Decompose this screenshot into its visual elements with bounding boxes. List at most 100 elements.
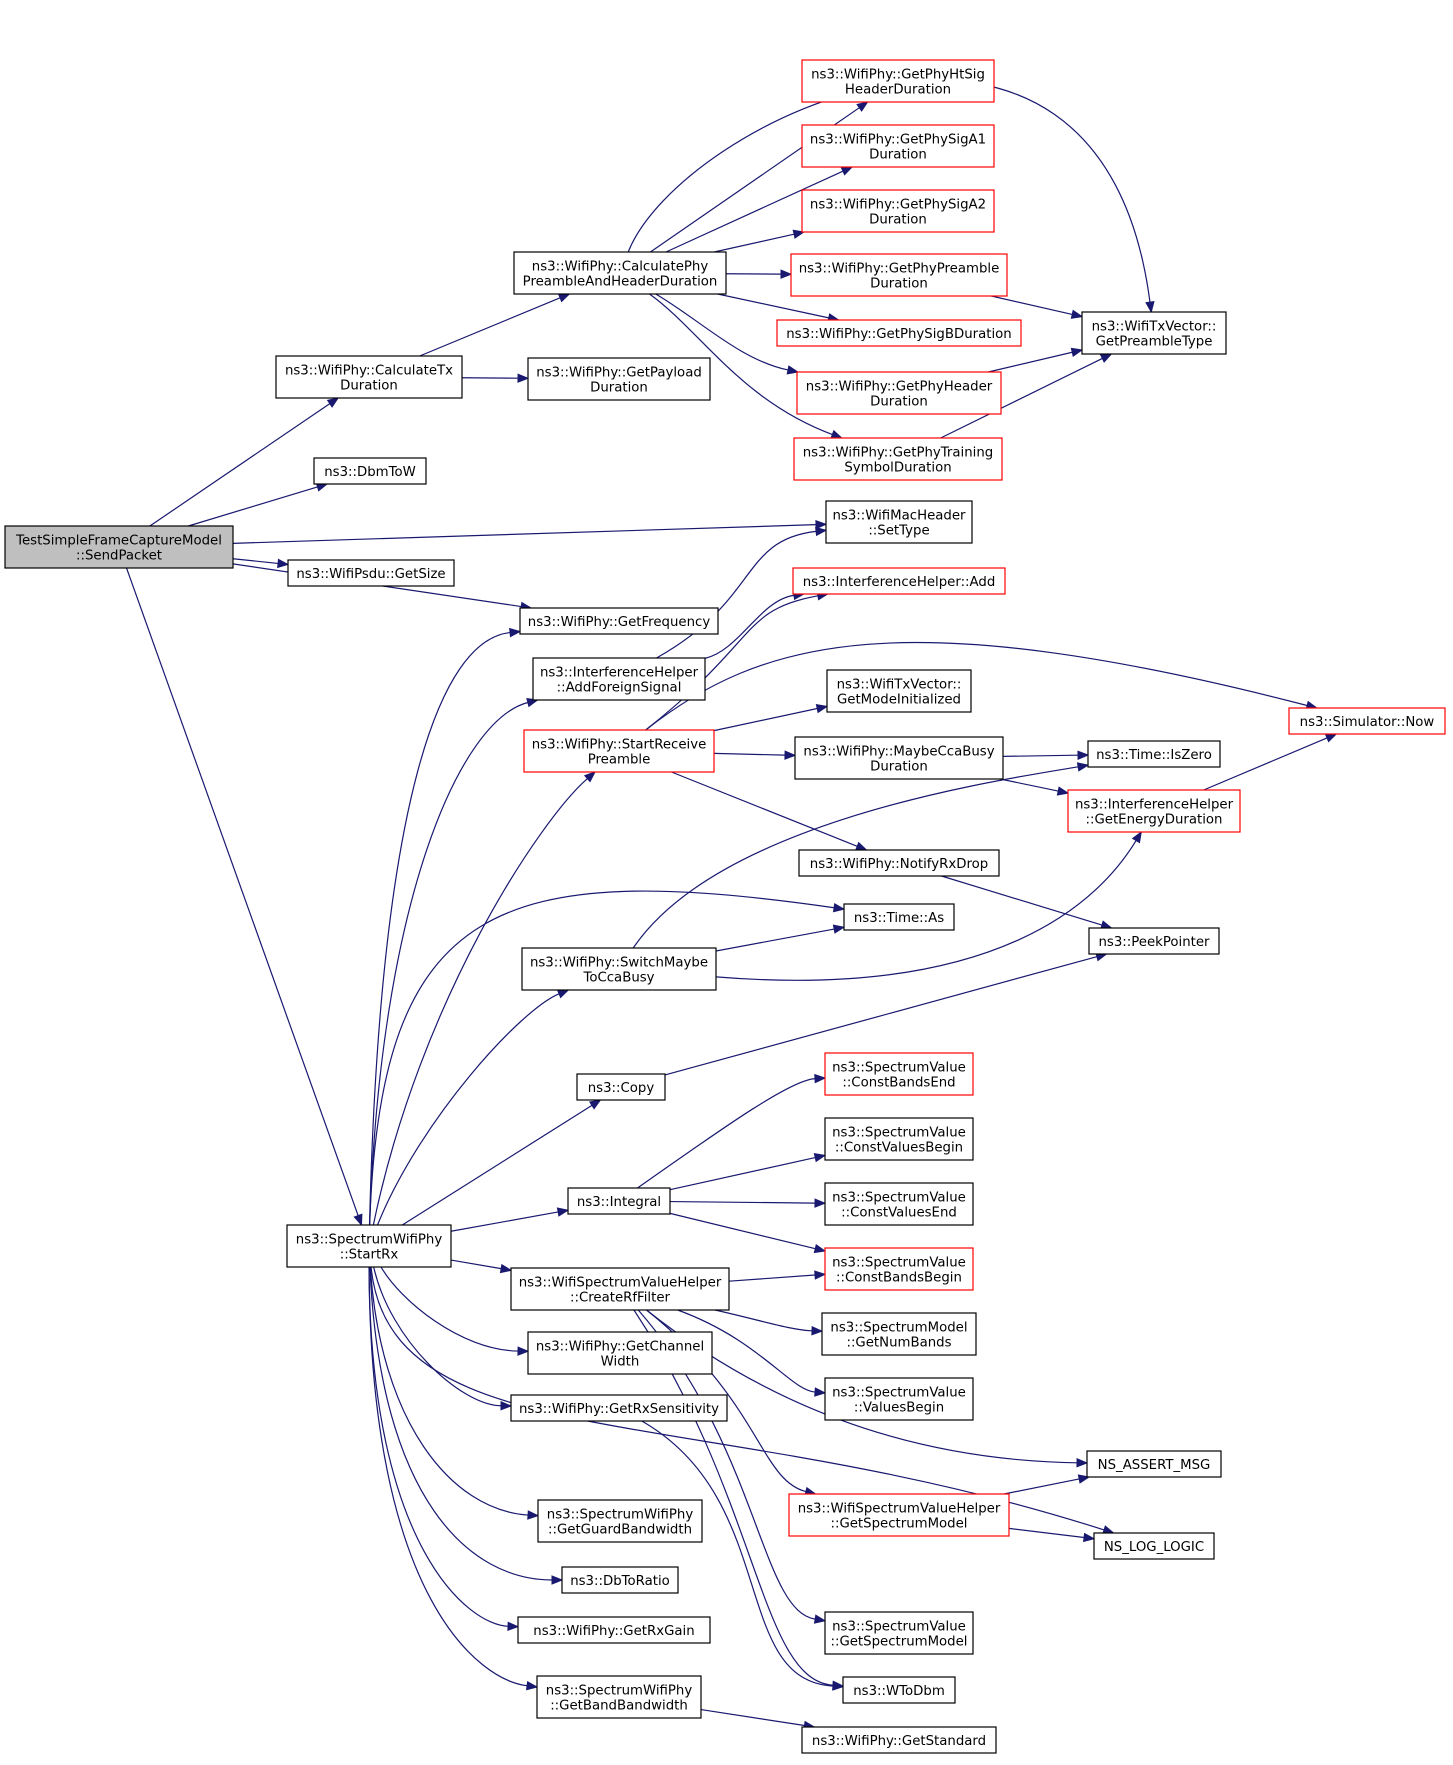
node-wshGetSm[interactable]: ns3::WifiSpectrumValueHelper::GetSpectru… (788, 1493, 1010, 1537)
edge-startRecv-to-maybeCca (713, 750, 797, 760)
edge-startRx-to-startRecv (372, 771, 596, 1226)
node-label: ns3::WifiPhy::SwitchMaybe (530, 956, 708, 971)
edge-startRx-to-addForeign (369, 698, 539, 1226)
node-modeInit[interactable]: ns3::WifiTxVector::GetModeInitialized (826, 669, 972, 713)
node-label: ::ConstBandsEnd (842, 1076, 955, 1091)
edge-line (419, 297, 561, 357)
node-guardBw[interactable]: ns3::SpectrumWifiPhy::GetGuardBandwidth (537, 1499, 703, 1543)
node-cvBegin[interactable]: ns3::SpectrumValue::ConstValuesBegin (824, 1117, 974, 1161)
node-rxGain[interactable]: ns3::WifiPhy::GetRxGain (517, 1616, 711, 1644)
arrowhead (830, 429, 844, 439)
edge-line (715, 840, 1137, 981)
node-box (521, 947, 717, 991)
node-label: ns3::WifiPhy::CalculateTx (285, 364, 453, 379)
node-createRf[interactable]: ns3::WifiSpectrumValueHelper::CreateRfFi… (510, 1267, 730, 1311)
node-copy[interactable]: ns3::Copy (576, 1073, 666, 1101)
node-label: ns3::InterferenceHelper::Add (803, 575, 996, 590)
edge-startRx-to-createRf (450, 1259, 513, 1274)
node-root[interactable]: TestSimpleFrameCaptureModel::SendPacket (4, 525, 234, 569)
node-training[interactable]: ns3::WifiPhy::GetPhyTrainingSymbolDurati… (793, 437, 1003, 481)
node-energy[interactable]: ns3::InterferenceHelper::GetEnergyDurati… (1067, 789, 1241, 833)
arrowhead (1099, 353, 1113, 363)
node-notifyDrop[interactable]: ns3::WifiPhy::NotifyRxDrop (798, 849, 1000, 877)
node-rxSens[interactable]: ns3::WifiPhy::GetRxSensitivity (510, 1394, 728, 1422)
arrowhead (500, 1401, 513, 1411)
node-cbBegin[interactable]: ns3::SpectrumValue::ConstBandsBegin (824, 1247, 974, 1291)
node-startRx[interactable]: ns3::SpectrumWifiPhy::StartRx (286, 1224, 452, 1268)
node-now[interactable]: ns3::Simulator::Now (1288, 707, 1446, 735)
node-box (825, 500, 973, 544)
edge-line (632, 766, 1079, 949)
node-peek[interactable]: ns3::PeekPointer (1088, 927, 1220, 955)
node-preType[interactable]: ns3::WifiTxVector::GetPreambleType (1081, 311, 1227, 355)
edge-integral-to-cvBegin (669, 1153, 827, 1191)
node-sigB[interactable]: ns3::WifiPhy::GetPhySigBDuration (776, 319, 1022, 347)
node-cbEnd[interactable]: ns3::SpectrumValue::ConstBandsEnd (824, 1052, 974, 1096)
node-box (824, 1182, 974, 1226)
node-bandBw[interactable]: ns3::SpectrumWifiPhy::GetBandBandwidth (536, 1675, 702, 1719)
node-box (796, 371, 1002, 415)
edge-root-to-psduSize (232, 558, 290, 569)
node-label: ns3::SpectrumValue (832, 1386, 966, 1401)
node-label: ns3::WifiPhy::GetPayload (536, 366, 702, 381)
edge-line (655, 293, 789, 371)
arrowhead (527, 1510, 540, 1520)
arrowhead (854, 841, 868, 851)
node-timeAs[interactable]: ns3::Time::As (843, 903, 955, 931)
node-integral[interactable]: ns3::Integral (567, 1187, 671, 1215)
arrowhead (509, 627, 522, 638)
edge-line (713, 752, 786, 756)
node-label: ns3::WifiPhy::GetPhySigA1 (810, 133, 986, 148)
node-addForeign[interactable]: ns3::InterferenceHelper::AddForeignSigna… (532, 657, 706, 701)
node-wToDbm[interactable]: ns3::WToDbm (842, 1676, 956, 1704)
node-dbmToW[interactable]: ns3::DbmToW (313, 457, 427, 485)
edge-calcPre-to-sigA2 (714, 229, 806, 253)
arrowhead (815, 703, 829, 714)
node-box (1081, 311, 1227, 355)
node-psduSize[interactable]: ns3::WifiPsdu::GetSize (287, 559, 455, 587)
node-numBands[interactable]: ns3::SpectrumModel::GetNumBands (821, 1312, 977, 1356)
node-calcPre[interactable]: ns3::WifiPhy::CalculatePhyPreambleAndHea… (513, 251, 727, 295)
node-cvEnd[interactable]: ns3::SpectrumValue::ConstValuesEnd (824, 1182, 974, 1226)
node-getFreq[interactable]: ns3::WifiPhy::GetFrequency (519, 607, 719, 635)
node-box (793, 437, 1003, 481)
node-logLogic[interactable]: NS_LOG_LOGIC (1093, 1532, 1215, 1560)
node-label: ns3::WifiMacHeader (832, 509, 966, 524)
edge-startRx-to-logLogic (370, 1266, 1115, 1535)
node-box (1067, 789, 1241, 833)
node-label: ns3::Copy (588, 1081, 655, 1096)
node-label: Duration (869, 213, 927, 228)
node-svGetSm[interactable]: ns3::SpectrumValue::GetSpectrumModel (824, 1611, 974, 1655)
edge-line (369, 701, 529, 1226)
node-box (824, 1247, 974, 1291)
node-dbToRatio[interactable]: ns3::DbToRatio (561, 1566, 679, 1594)
edge-integral-to-cbEnd (637, 1073, 827, 1189)
edge-startRecv-to-notifyDrop (671, 771, 868, 851)
node-isZero[interactable]: ns3::Time::IsZero (1087, 740, 1221, 768)
arrowhead (1077, 1474, 1091, 1484)
node-ihAdd[interactable]: ns3::InterferenceHelper::Add (792, 567, 1006, 595)
node-getStd[interactable]: ns3::WifiPhy::GetStandard (801, 1726, 997, 1754)
node-setType[interactable]: ns3::WifiMacHeader::SetType (825, 500, 973, 544)
node-box (313, 457, 427, 485)
edge-line (633, 1309, 834, 1686)
node-valBegin[interactable]: ns3::SpectrumValue::ValuesBegin (824, 1377, 974, 1421)
node-label: Duration (870, 760, 928, 775)
edge-startRecv-to-modeInit (713, 703, 829, 732)
node-label: ::GetNumBands (846, 1336, 951, 1351)
arrowhead (517, 1346, 530, 1356)
node-assertMsg[interactable]: NS_ASSERT_MSG (1086, 1450, 1222, 1478)
arrowhead (1070, 347, 1084, 357)
